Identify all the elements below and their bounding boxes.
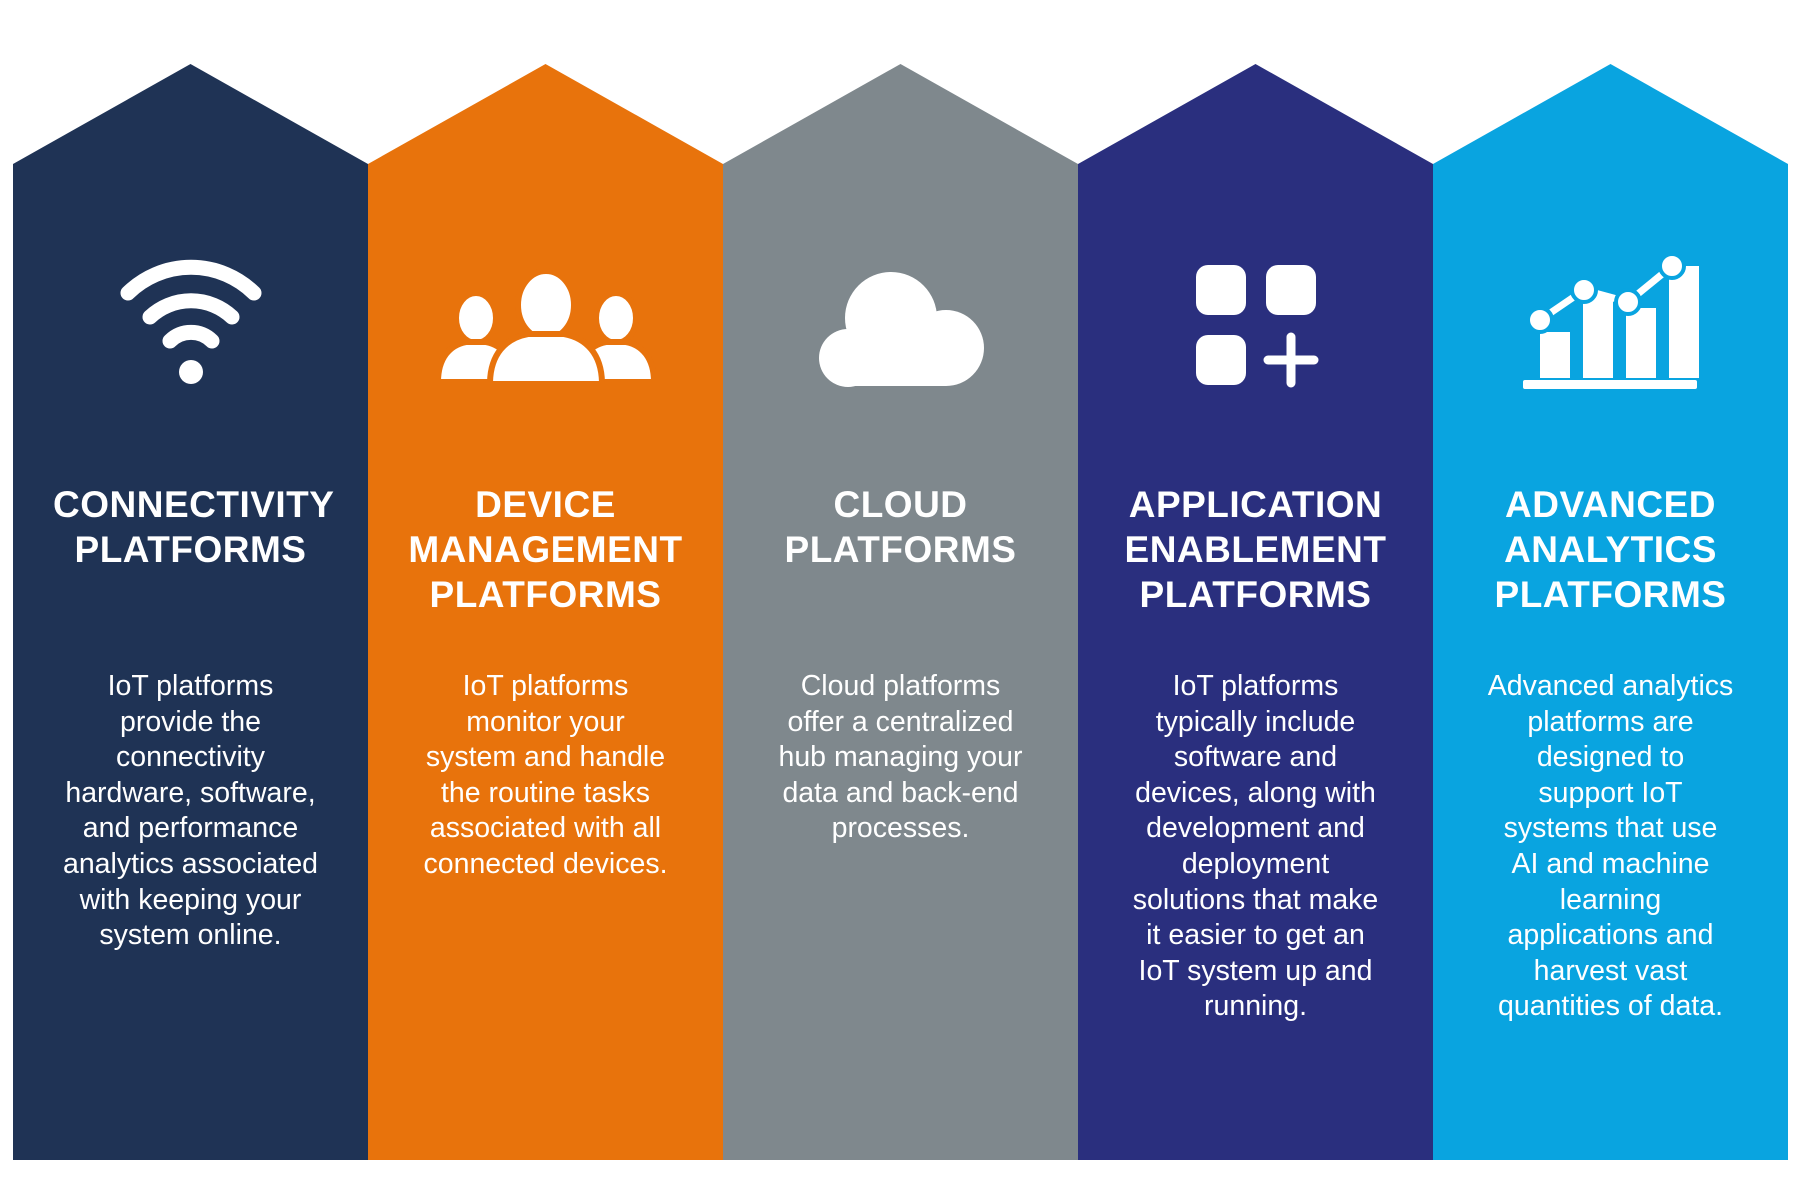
cloud-icon bbox=[723, 250, 1078, 400]
column-cloud: CLOUD PLATFORMS Cloud platforms offer a … bbox=[723, 0, 1078, 1160]
column-description: Advanced analytics platforms are designe… bbox=[1487, 670, 1734, 1023]
column-title: ADVANCED ANALYTICS PLATFORMS bbox=[1494, 484, 1727, 615]
wifi-icon bbox=[13, 250, 368, 400]
column-title: DEVICE MANAGEMENT PLATFORMS bbox=[408, 484, 683, 615]
analytics-chart-icon bbox=[1433, 250, 1788, 400]
column-title: CONNECTIVITY PLATFORMS bbox=[53, 484, 335, 570]
column-shape bbox=[723, 64, 1078, 1160]
platform-columns: CONNECTIVITY PLATFORMS IoT platforms pro… bbox=[13, 0, 1788, 1160]
users-icon bbox=[368, 250, 723, 400]
column-title: CLOUD PLATFORMS bbox=[784, 484, 1017, 570]
column-application-enablement: APPLICATION ENABLEMENT PLATFORMS IoT pla… bbox=[1078, 0, 1433, 1160]
column-description: Cloud platforms offer a centralized hub … bbox=[778, 670, 1023, 845]
column-advanced-analytics: ADVANCED ANALYTICS PLATFORMS Advanced an… bbox=[1433, 0, 1788, 1160]
apps-grid-plus-icon bbox=[1078, 250, 1433, 400]
column-connectivity: CONNECTIVITY PLATFORMS IoT platforms pro… bbox=[13, 0, 368, 1160]
column-device-management: DEVICE MANAGEMENT PLATFORMS IoT platform… bbox=[368, 0, 723, 1160]
column-description: IoT platforms monitor your system and ha… bbox=[423, 670, 668, 880]
column-shape bbox=[1078, 64, 1433, 1160]
column-shape bbox=[1433, 64, 1788, 1160]
column-description: IoT platforms typically include software… bbox=[1132, 670, 1379, 1023]
column-shape bbox=[368, 64, 723, 1160]
column-title: APPLICATION ENABLEMENT PLATFORMS bbox=[1124, 484, 1387, 615]
column-description: IoT platforms provide the connectivity h… bbox=[62, 670, 319, 952]
column-shape bbox=[13, 64, 368, 1160]
